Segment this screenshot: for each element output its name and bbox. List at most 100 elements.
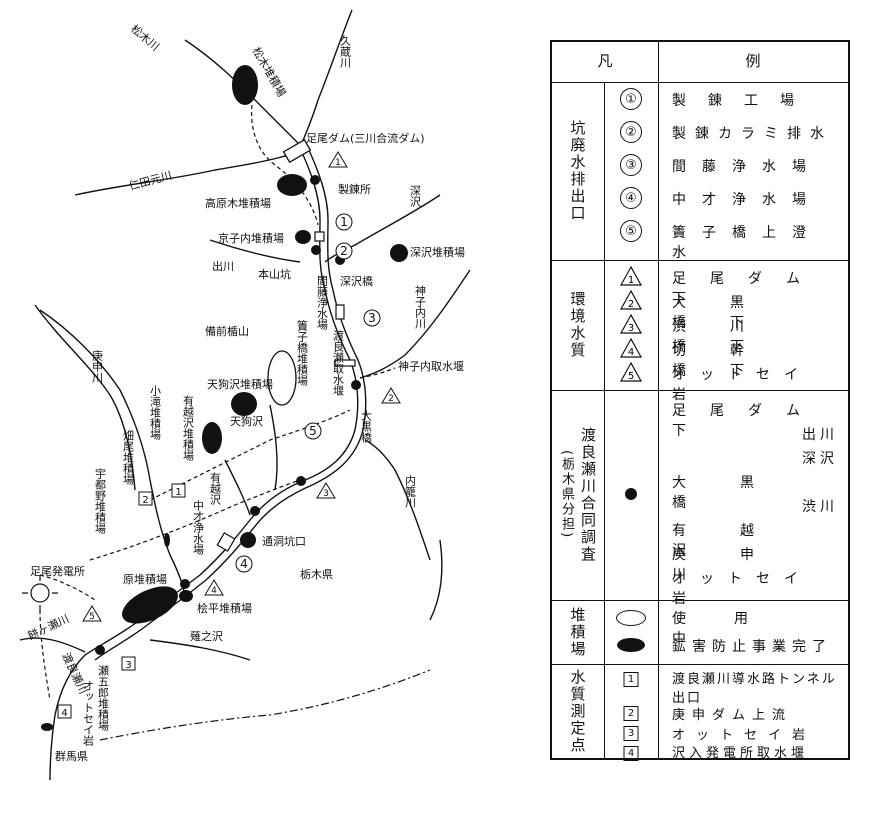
mochigase-river <box>19 637 86 653</box>
filled-dot-icon <box>625 488 637 500</box>
legend-item-label: 切幹橋下 <box>672 343 788 379</box>
legend-item-label: 大黒橋 <box>672 475 808 511</box>
circled-number-3-icon: ③ <box>620 154 642 176</box>
label-mase: 間藤浄水場 <box>316 275 329 331</box>
label-fukasawa-dump: 深沢堆積場 <box>410 245 465 259</box>
nakasai-plant-structure <box>216 532 236 552</box>
fukasawa-dump-shape <box>390 244 408 262</box>
label-bizen: 備前楯山 <box>205 324 249 338</box>
takahara-dump-shape <box>277 174 307 196</box>
legend-symbols: 1 2 3 4 5 <box>604 260 659 390</box>
label-kanko-dump: 簀子橋堆積場 <box>296 319 309 387</box>
circled-number-4-icon: ④ <box>620 187 642 209</box>
label-smelter: 製錬所 <box>338 182 371 196</box>
circled-number-1-icon: ① <box>620 88 642 110</box>
tsudo-dump-shape <box>240 532 256 548</box>
legend-category: 水質測定点 <box>552 664 605 758</box>
survey-point-kono <box>180 579 190 589</box>
label-jinko-river: 神子内川 <box>414 284 427 329</box>
label-tsudo: 通洞坑口 <box>262 534 306 548</box>
env-marker-2: 2 <box>381 387 401 404</box>
label-segoro: 瀬五郎堆積場 <box>97 664 110 732</box>
dump-in-use-icon <box>616 610 646 626</box>
label-fuka-river: 深沢 <box>409 185 422 208</box>
square-3-icon: 3 <box>623 726 639 741</box>
measure-point-4: 4 <box>57 704 72 719</box>
watarase-river <box>49 147 359 781</box>
legend-item-label: 中才浄水場 <box>672 192 822 208</box>
outflow-marker-2: 2 <box>335 242 353 260</box>
label-uchikago-river: 内籠川 <box>404 474 417 508</box>
label-kuzo-river: 久蔵川 <box>339 35 352 68</box>
svg-text:5: 5 <box>309 424 317 438</box>
env-marker-1: 1 <box>328 151 348 168</box>
label-yasaka-river: 薙之沢 <box>190 629 223 643</box>
map: 1 2 3 4 5 1 2 3 4 5 1 2 3 4 松木川 久蔵川 松木堆積… <box>19 9 471 781</box>
svg-text:4: 4 <box>628 347 634 358</box>
yasaka-river <box>149 639 251 661</box>
matsuki-dump-shape <box>232 65 258 105</box>
legend-item-label: 製錬工場 <box>672 93 816 109</box>
svg-text:2: 2 <box>628 299 634 310</box>
label-honzan: 本山坑 <box>258 267 291 281</box>
outflow-marker-4: 4 <box>235 555 253 573</box>
legend-item-label: 庚申ダム上流 <box>672 708 793 723</box>
legend-item-label: 渋川 <box>802 499 838 515</box>
label-tengu-dump: 天狗沢堆積場 <box>207 377 273 391</box>
smelter-structure <box>314 231 325 242</box>
outflow-marker-1: 1 <box>335 213 353 231</box>
label-otto-rock: オットセイ岩 <box>82 680 95 747</box>
legend-item-label: 簀子橋上澄水 <box>672 225 822 261</box>
svg-text:4: 4 <box>211 586 217 596</box>
dam-structure <box>282 138 312 164</box>
legend-item-label: 鉱害防止事業完了 <box>672 639 832 655</box>
triangle-3-icon: 3 <box>620 314 642 334</box>
kyoshi-dump-shape <box>295 230 311 244</box>
label-nitagen-river: 仁田元川 <box>127 169 173 193</box>
legend-item-label: 大黒橋下 <box>672 295 788 331</box>
legend-category: 環境水質 <box>552 260 605 390</box>
label-tengu-river: 天狗沢 <box>230 414 263 428</box>
legend-item-label: 有越沢 <box>672 523 808 559</box>
legend-item-label: オットセイ岩 <box>672 367 812 403</box>
survey-point-dam <box>310 175 320 185</box>
svg-text:4: 4 <box>61 708 67 719</box>
survey-point-okuro <box>351 380 361 390</box>
ridge-left <box>34 304 136 491</box>
matsuki-river <box>184 39 301 146</box>
label-fukasawa-bridge: 深沢橋 <box>340 274 373 288</box>
triangle-5-icon: 5 <box>620 362 642 382</box>
circled-number-5-icon: ⑤ <box>620 220 642 242</box>
survey-point-otto <box>95 645 105 655</box>
izu-river <box>209 239 301 263</box>
legend-symbols <box>604 600 659 664</box>
label-mochigase-river: 餅ヶ瀬川 <box>25 611 71 642</box>
label-jinko-intake: 神子内取水堰 <box>398 359 464 373</box>
legend-header: 凡 例 <box>552 42 848 83</box>
mase-structure <box>335 304 345 320</box>
legend-item-label: 渋川橋下 <box>672 319 788 355</box>
circled-number-2-icon: ② <box>620 121 642 143</box>
dashed-line-4 <box>149 409 351 501</box>
outflow-marker-3: 3 <box>363 309 381 327</box>
label-hara: 原堆積場 <box>123 572 167 586</box>
measure-point-1: 1 <box>171 483 186 498</box>
legend-item-label: 足尾ダム下 <box>672 271 824 307</box>
svg-text:3: 3 <box>628 323 634 334</box>
hara-dump-shape <box>122 586 178 624</box>
ridge-right <box>429 539 443 621</box>
label-matsuki-river: 松木川 <box>128 22 162 54</box>
legend-table: 凡 例 坑廃水排出口 ① ② ③ ④ ⑤ 製錬工場 製錬カラミ排水 間藤浄水場 … <box>550 40 850 761</box>
label-ashio-power: 足尾発電所 <box>30 564 85 578</box>
triangle-1-icon: 1 <box>620 266 642 286</box>
svg-text:3: 3 <box>125 660 131 671</box>
jinko-river <box>359 269 471 379</box>
legend-header-right: 例 <box>745 52 761 70</box>
dashed-line-6 <box>359 367 396 379</box>
legend-item-label: 製錬カラミ排水 <box>672 126 833 142</box>
survey-point-izu <box>311 245 321 255</box>
utsuno-dump-shape <box>164 533 170 547</box>
label-tochigi: 栃木県 <box>300 567 333 581</box>
legend-symbols <box>604 390 659 600</box>
legend-category: 坑廃水排出口 <box>552 82 605 260</box>
